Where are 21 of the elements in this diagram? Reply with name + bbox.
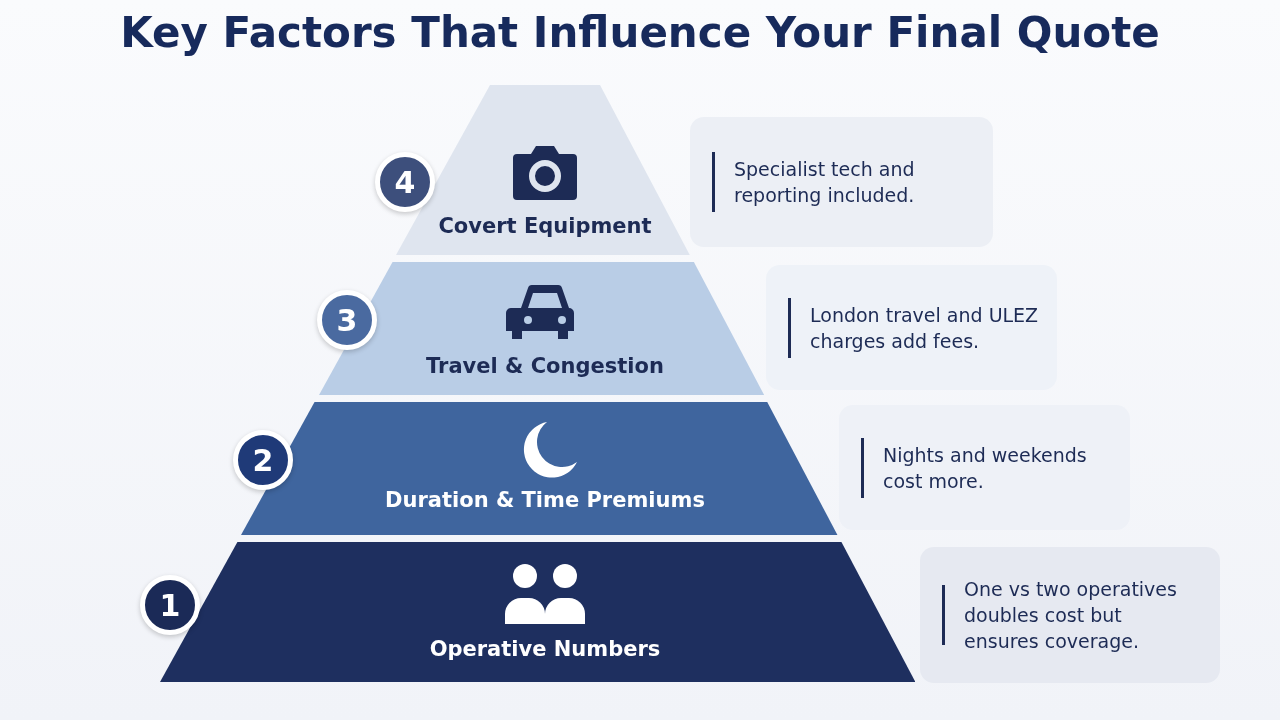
pyramid-tier <box>318 262 764 395</box>
pyramid-tier <box>396 85 690 255</box>
tier-label: Duration & Time Premiums <box>384 488 706 512</box>
description-card <box>839 405 1130 530</box>
step-number-badge: 3 <box>317 290 377 350</box>
description-text: One vs two operatives doubles cost but ensures coverage. <box>964 577 1178 654</box>
step-number-badge: 2 <box>233 430 293 490</box>
tier-label: Travel & Congestion <box>425 354 665 378</box>
description-card <box>690 117 993 247</box>
description-text: Specialist tech and reporting included. <box>734 157 916 208</box>
tier-label: Covert Equipment <box>437 214 653 238</box>
step-number-badge: 4 <box>375 152 435 212</box>
tier-label: Operative Numbers <box>428 637 662 661</box>
description-text: Nights and weekends cost more. <box>883 442 1088 494</box>
step-number-badge: 1 <box>140 575 200 635</box>
description-card <box>920 547 1220 683</box>
pyramid-tier <box>241 402 838 535</box>
title: Key Factors That Influence Your Final Quote <box>119 8 1161 57</box>
description-text: London travel and ULEZ charges add fees. <box>810 302 1039 354</box>
description-card <box>766 265 1057 390</box>
pyramid-tier <box>159 542 916 682</box>
